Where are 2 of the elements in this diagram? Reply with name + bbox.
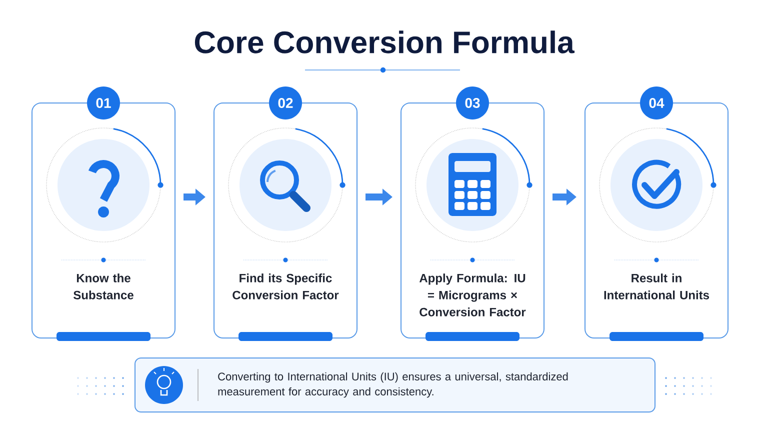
title: Core Conversion Formula [194,30,575,54]
note-box: Converting to International Units (IU) ensures a universal, standardized measurement for accuracy and consistency. [134,358,656,412]
